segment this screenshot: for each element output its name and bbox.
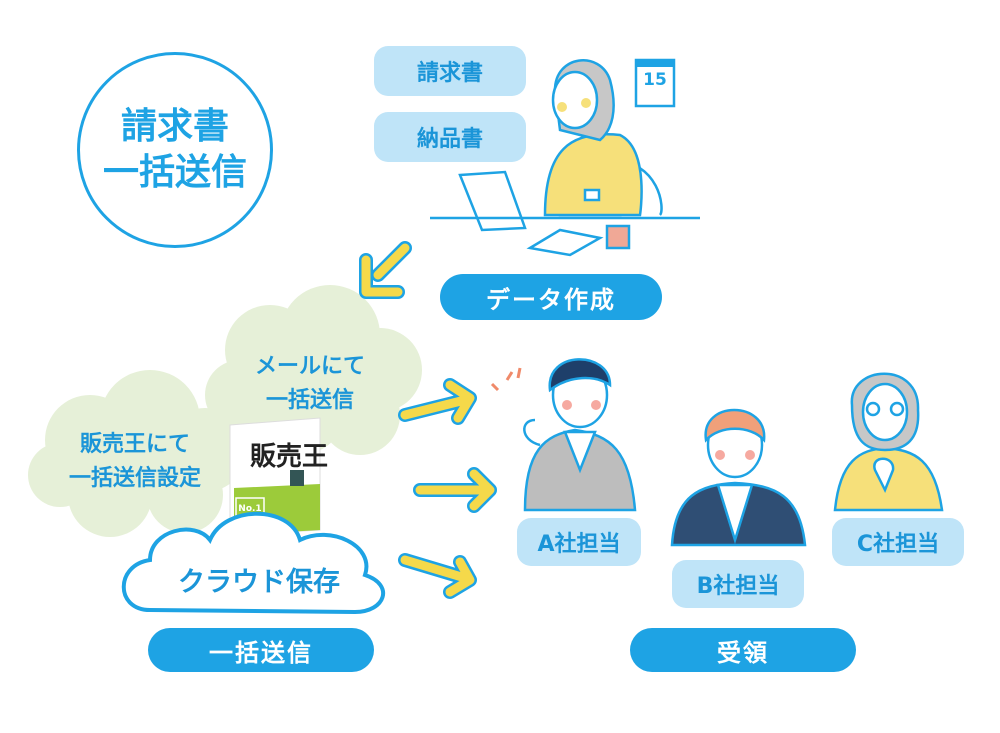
title-line1: 請求書 [120,106,229,147]
office-worker-illustration [430,59,700,257]
step-receipt: 受領 [630,628,856,672]
recipient-label-a: A社担当 [517,518,641,566]
email-bulk-send-label: メールにて 一括送信 [240,350,380,418]
step-data-creation: データ作成 [440,274,662,320]
green-cloud-settings [28,370,247,537]
calendar-icon [634,58,676,108]
cloud-storage-label: クラウド保存 [178,567,340,598]
product-box-name: 販売王 [250,442,328,472]
step-bulk-send: 一括送信 [148,628,374,672]
arrow-right-middle-icon [413,467,497,513]
document-chip-invoice: 請求書 [374,46,526,96]
arrow-right-upper-icon [398,378,477,425]
title-badge: 請求書 一括送信 [77,52,273,248]
document-chip-delivery-note: 納品書 [374,112,526,162]
bulk-send-settings-line1: 販売王にて [79,432,190,457]
recipient-b-illustration [670,408,807,547]
recipient-label-b: B社担当 [672,560,804,608]
bulk-send-settings-line2: 一括送信設定 [68,466,201,491]
email-bulk-send-line1: メールにて [254,354,365,379]
recipient-a-illustration [490,358,637,512]
title-line2: 一括送信 [102,152,247,193]
product-box-image: No.1 販売王 [229,417,328,536]
bulk-send-settings-label: 販売王にて 一括送信設定 [50,428,220,496]
email-bulk-send-line2: 一括送信 [265,388,354,413]
product-box-badge: No.1 [238,504,261,514]
recipient-label-c: C社担当 [832,518,964,566]
arrow-right-lower-icon [398,553,477,599]
storage-cloud-shape [121,511,386,615]
recipient-c-illustration [833,372,944,512]
calendar-day: 15 [643,70,667,90]
arrow-down-left-icon [359,241,412,299]
